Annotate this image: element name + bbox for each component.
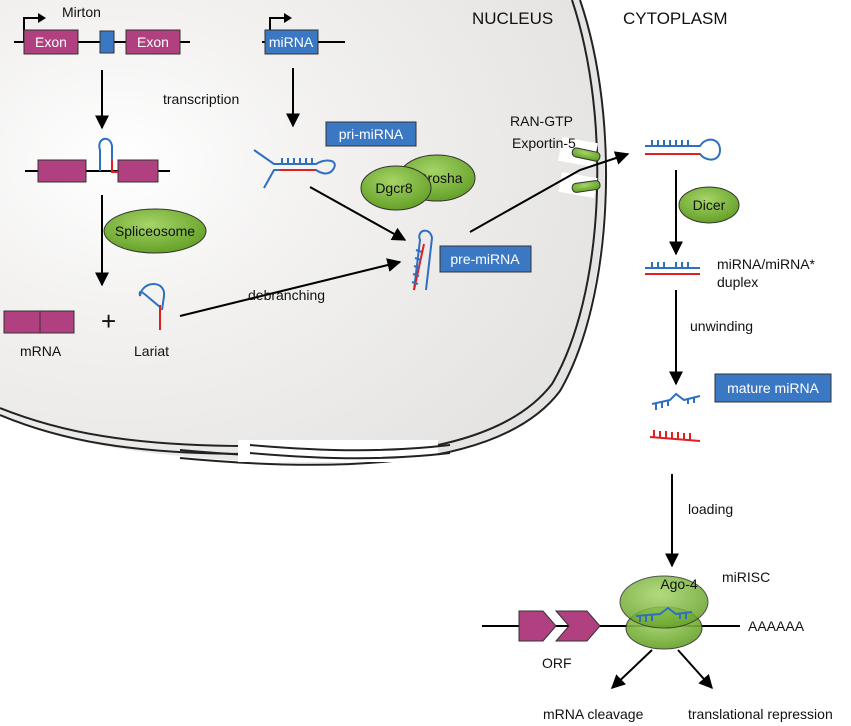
mirna-gene-label: miRNA	[269, 34, 314, 50]
exon-left-label: Exon	[35, 34, 67, 50]
pre-mrna-with-intron	[25, 137, 170, 183]
mirton-label: Mirton	[62, 4, 101, 20]
spliceosome-complex: Spliceosome	[103, 208, 207, 254]
pri-mirna-box: pri-miRNA	[325, 121, 417, 147]
translational-repression-label: translational repression	[688, 706, 833, 722]
lariat-rna	[138, 283, 166, 330]
cytoplasm-pre-mirna	[645, 138, 722, 161]
mirna-duplex	[645, 262, 700, 275]
exportin-label: Exportin-5	[512, 135, 576, 151]
loading-label: loading	[688, 501, 733, 517]
mirisc-label: miRISC	[722, 569, 770, 585]
pre-mirna-hairpin	[411, 229, 434, 291]
cytoplasm-label: CYTOPLASM	[623, 9, 728, 28]
polya-tail-label: AAAAAA	[748, 618, 805, 634]
mrna-product	[3, 310, 75, 334]
dgcr8-label: Dgcr8	[375, 180, 413, 196]
mirisc-complex: Ago-4	[619, 575, 709, 650]
dicer-enzyme: Dicer	[678, 186, 740, 224]
exon-left-box: Exon	[23, 29, 79, 55]
mature-mirna-box: mature miRNA	[714, 373, 832, 403]
exon-right-label: Exon	[137, 34, 169, 50]
plus-sign: +	[101, 306, 116, 336]
spliceosome-label: Spliceosome	[115, 223, 195, 239]
nucleus-label: NUCLEUS	[472, 9, 553, 28]
mirton-intron-box	[99, 30, 115, 54]
nucleus-region	[0, 0, 608, 466]
duplex-label-line2: duplex	[717, 274, 758, 290]
orf-region	[518, 610, 601, 642]
transcription-label: transcription	[163, 91, 239, 107]
passenger-strand	[649, 430, 701, 442]
dgcr8-complex: Dgcr8	[360, 165, 432, 211]
exportin-pore	[571, 147, 601, 193]
pre-mirna-label: pre-miRNA	[450, 251, 520, 267]
exon-right-box: Exon	[125, 29, 181, 55]
duplex-label-line1: miRNA/miRNA*	[717, 256, 816, 272]
debranching-label: debranching	[248, 287, 325, 303]
dicer-label: Dicer	[693, 197, 726, 213]
pri-mirna-label: pri-miRNA	[339, 126, 404, 142]
mature-mirna-strand	[651, 392, 701, 410]
unwinding-label: unwinding	[690, 318, 753, 334]
mrna-cleavage-label: mRNA cleavage	[543, 706, 644, 722]
pri-mirna-structure	[253, 149, 336, 189]
ran-gtp-label: RAN-GTP	[510, 113, 573, 129]
lariat-label: Lariat	[134, 343, 169, 359]
mrna-label: mRNA	[20, 343, 62, 359]
orf-label: ORF	[542, 655, 572, 671]
ago4-label: Ago-4	[660, 576, 698, 592]
pre-mirna-box: pre-miRNA	[439, 245, 532, 273]
mature-mirna-label: mature miRNA	[727, 380, 819, 396]
mirna-gene-box: miRNA	[264, 29, 319, 55]
